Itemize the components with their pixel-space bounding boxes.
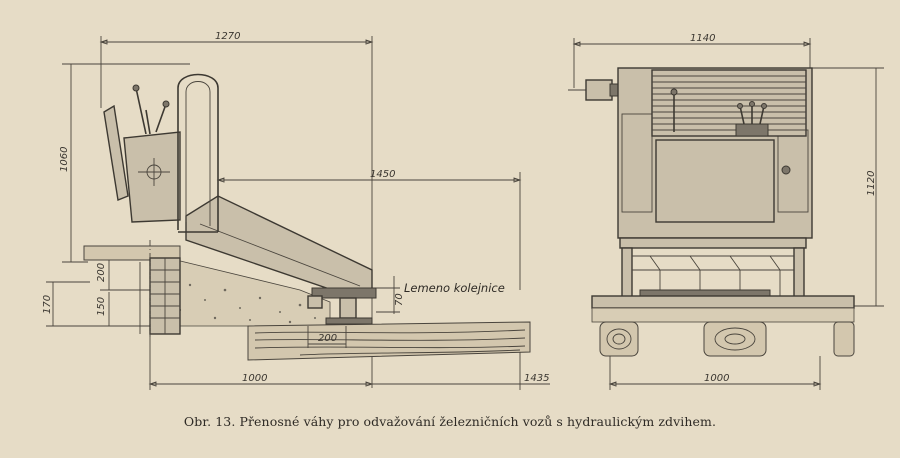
undercarriage xyxy=(619,237,807,301)
dimension-1140: 1140 xyxy=(572,33,812,88)
dimension-170: 170 xyxy=(42,281,150,327)
dim-70-label: 70 xyxy=(394,293,405,306)
front-ballast xyxy=(591,307,855,323)
rail-top-label: Lemeno kolejnice xyxy=(404,281,505,295)
dim-1450-label: 1450 xyxy=(370,169,395,180)
dim-150-label: 150 xyxy=(96,297,107,316)
dim-1435-label: 1435 xyxy=(524,373,549,384)
front-elevation: 1140 1120 xyxy=(568,33,884,390)
control-board xyxy=(103,104,129,201)
dimension-1000-front: 1000 xyxy=(608,356,822,390)
inner-panel xyxy=(655,139,775,223)
dimension-1060: 1060 xyxy=(59,63,190,263)
dimension-150: 150 xyxy=(96,292,110,326)
dimension-1450: 1450 xyxy=(216,169,522,290)
dim-200h-label: 200 xyxy=(318,333,337,344)
dim-1120-label: 1120 xyxy=(866,171,877,196)
dim-1000-front-label: 1000 xyxy=(704,373,729,384)
ribbed-cover xyxy=(651,69,807,137)
crank-motor xyxy=(568,79,623,101)
dimension-200-vertical: 200 xyxy=(96,258,150,291)
dimension-1000-side: 1000 1435 xyxy=(148,334,550,390)
dimension-200-horizontal: 200 xyxy=(307,326,347,348)
machine-housing xyxy=(123,131,181,223)
dim-170-label: 170 xyxy=(42,295,53,314)
dimension-70: 70 xyxy=(376,276,405,314)
foundation-block xyxy=(83,245,181,335)
rail xyxy=(307,287,377,325)
dimension-1120: 1120 xyxy=(810,67,884,307)
sleeper-grain xyxy=(254,329,526,356)
handle-frame xyxy=(177,73,219,232)
dimension-1270: 1270 xyxy=(99,31,374,388)
front-levers xyxy=(670,88,791,175)
dim-1140-label: 1140 xyxy=(690,33,715,44)
front-base xyxy=(591,295,855,309)
dim-1060-label: 1060 xyxy=(59,147,70,172)
front-sleepers xyxy=(599,321,855,357)
ballast-texture xyxy=(178,283,316,324)
dim-200v-label: 200 xyxy=(96,263,107,282)
sleeper xyxy=(247,321,531,361)
control-levers xyxy=(132,84,170,135)
dim-1270-label: 1270 xyxy=(215,31,240,42)
side-elevation: 1270 1060 170 200 150 xyxy=(42,31,550,390)
figure-caption: Obr. 13. Přenosné váhy pro odvažování že… xyxy=(183,414,717,429)
dim-1000-side-label: 1000 xyxy=(242,373,267,384)
